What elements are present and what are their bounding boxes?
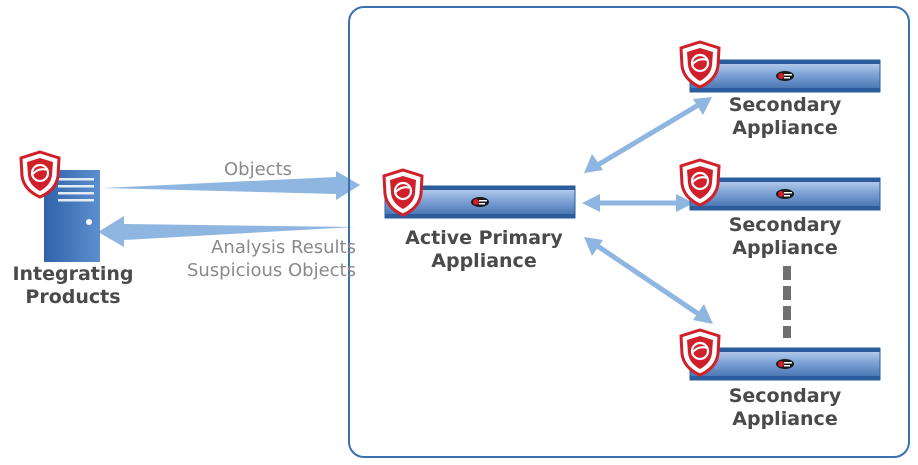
appliance-cluster-box bbox=[348, 6, 910, 458]
results-arrow bbox=[98, 216, 355, 247]
integrating-label-line2: Products bbox=[25, 286, 121, 308]
secondary-label-line2: Appliance bbox=[732, 117, 838, 139]
secondary-label-line1: Secondary bbox=[728, 385, 842, 407]
results-label-line2: Suspicious Objects bbox=[186, 260, 356, 281]
objects-label: Objects bbox=[224, 159, 293, 180]
secondary-continuation-dashes bbox=[783, 266, 791, 338]
secondary-appliance-label: Secondary Appliance bbox=[700, 385, 870, 431]
secondary-label-line1: Secondary bbox=[728, 94, 842, 116]
secondary-label-line1: Secondary bbox=[728, 214, 842, 236]
primary-label-line2: Appliance bbox=[431, 250, 537, 272]
secondary-label-line2: Appliance bbox=[732, 237, 838, 259]
secondary-appliance-label: Secondary Appliance bbox=[700, 94, 870, 140]
primary-appliance-label: Active Primary Appliance bbox=[384, 227, 584, 273]
results-label-line1: Analysis Results bbox=[211, 237, 356, 258]
integrating-products-label: Integrating Products bbox=[0, 263, 146, 309]
objects-arrow bbox=[102, 171, 360, 200]
integrating-label-line1: Integrating bbox=[12, 263, 134, 285]
link-primary-secondary-3 bbox=[584, 237, 713, 324]
primary-label-line1: Active Primary bbox=[405, 227, 563, 249]
secondary-label-line2: Appliance bbox=[732, 408, 838, 430]
link-primary-secondary-1 bbox=[584, 97, 712, 173]
results-label: Analysis Results Suspicious Objects bbox=[156, 236, 356, 282]
secondary-appliance-label: Secondary Appliance bbox=[700, 214, 870, 260]
link-primary-secondary-2 bbox=[582, 194, 694, 212]
